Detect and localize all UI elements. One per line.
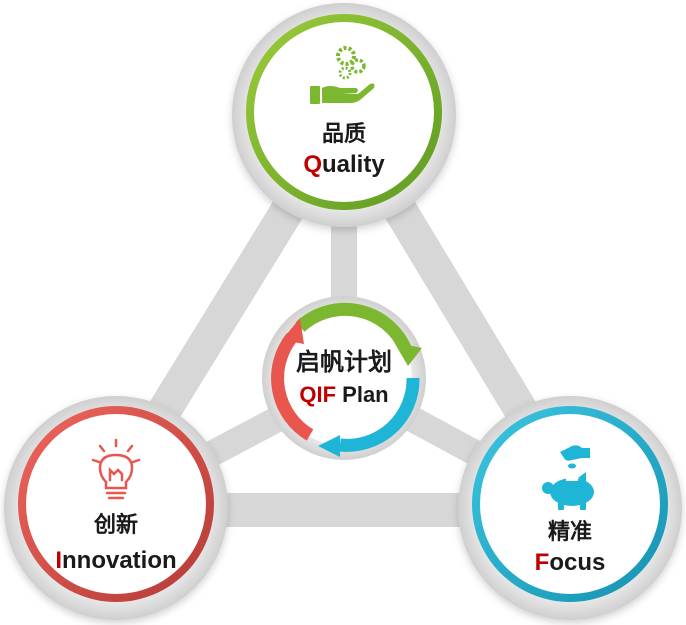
focus-label-en: Focus <box>535 549 606 576</box>
cycle-arrowhead-blue <box>318 435 340 457</box>
node-quality <box>232 3 456 227</box>
cycle-arrowhead-red <box>282 318 304 344</box>
node-innovation <box>4 396 228 620</box>
cycle-arrow-red <box>271 332 314 441</box>
quality-label-zh: 品质 <box>322 122 366 147</box>
center-title-en: QIF Plan <box>299 382 388 407</box>
quality-rest: uality <box>322 151 385 178</box>
innovation-rest: nnovation <box>62 547 177 574</box>
center-title-en-rest: Plan <box>336 382 389 407</box>
focus-rest: ocus <box>549 549 605 576</box>
innovation-initial: I <box>55 547 62 574</box>
innovation-label-en: Innovation <box>55 547 176 574</box>
lightbulb-icon <box>91 438 141 500</box>
innovation-disc <box>26 414 206 594</box>
quality-disc <box>254 22 434 202</box>
gears-hand-icon <box>310 46 375 104</box>
quality-initial: Q <box>303 151 322 178</box>
cycle-arrowhead-green <box>394 342 422 366</box>
focus-initial: F <box>535 549 550 576</box>
cycle-arrow-green <box>295 302 411 351</box>
focus-label-zh: 精准 <box>548 519 592 545</box>
connector-quality-innovation <box>125 181 315 459</box>
piggy-bank-coin-icon <box>542 445 594 510</box>
quality-label-en: Quality <box>303 151 385 178</box>
center-disc <box>276 310 412 446</box>
node-focus <box>458 396 682 620</box>
center-title-zh: 启帆计划 <box>296 348 392 376</box>
connector-quality-focus <box>373 181 560 459</box>
spoke-innovation <box>193 403 292 472</box>
center-cycle: 启帆计划 QIF Plan <box>262 296 426 460</box>
innovation-label-zh: 创新 <box>93 512 138 538</box>
center-title-en-highlight: QIF <box>299 382 336 407</box>
cycle-arrow-blue <box>339 377 420 452</box>
